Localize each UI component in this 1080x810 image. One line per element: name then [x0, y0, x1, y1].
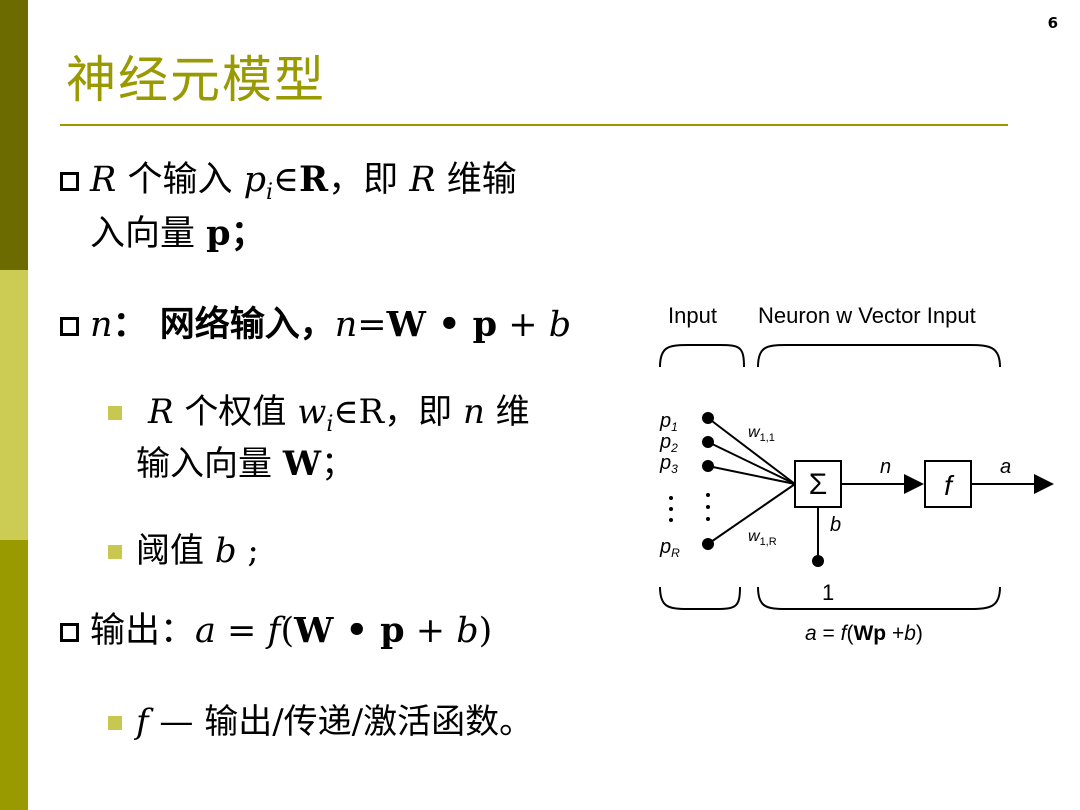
sub-bullet-icon — [108, 406, 122, 420]
var-w: w — [297, 392, 327, 432]
transfer-function-box — [924, 460, 972, 508]
matrix-W: W — [386, 304, 426, 345]
weight-line — [707, 483, 796, 545]
set-R: R — [299, 159, 329, 200]
text: ； — [321, 444, 355, 484]
text: ) — [478, 611, 493, 651]
text: 阈值 — [136, 531, 215, 571]
sub-bullet-weights-line2: 输入向量 W； — [136, 441, 355, 487]
bullet-inputs-line2: 入向量 p； — [90, 211, 266, 257]
text: 维输 — [435, 160, 517, 200]
ellipsis-dot — [669, 496, 673, 500]
sum-symbol: Σ — [809, 468, 828, 501]
var-f: f — [136, 702, 149, 742]
sidebar-band-mid — [0, 540, 28, 810]
text: 输入向量 — [136, 444, 283, 484]
brace-input-bottom — [659, 586, 741, 610]
vector-p: p — [380, 610, 405, 651]
sub-bullet-icon — [108, 545, 122, 559]
text: ; — [236, 531, 259, 571]
matrix-W: W — [282, 444, 321, 484]
var-b: b — [456, 611, 479, 651]
sub-bullet-bias: 阈值 b ; — [136, 528, 259, 574]
weight-line — [707, 441, 796, 485]
var-b: b — [214, 531, 237, 571]
text: — 输出/传递/激活函数。 — [148, 702, 534, 742]
sub-bullet-transfer: f — 输出/传递/激活函数。 — [136, 699, 533, 745]
text: = — [215, 611, 268, 651]
text: ，即 — [328, 160, 410, 200]
weight-line — [707, 465, 796, 485]
bullet-square-icon — [60, 172, 79, 191]
brace-neuron-bottom — [757, 586, 1001, 610]
input-label-p3: p3 — [659, 452, 678, 476]
sub-bullet-weights-line1: R 个权值 wi∈R，即 n 维 — [148, 389, 530, 448]
text: 个输入 — [116, 160, 244, 200]
text: 入向量 — [90, 214, 207, 254]
symbol-in: ∈ — [273, 160, 299, 200]
text: 输出： — [90, 611, 196, 651]
title-divider — [60, 124, 1008, 126]
sidebar-band — [0, 0, 28, 810]
var-f: f — [267, 611, 281, 651]
weight-label-top: w1,1 — [748, 424, 775, 444]
ellipsis-dot — [706, 493, 710, 497]
ellipsis-dot — [669, 507, 673, 511]
ellipsis-dot — [706, 505, 710, 509]
matrix-W: W — [294, 610, 334, 651]
vector-p: p — [206, 213, 231, 254]
bullet-output: 输出：a = f(W • p + b) — [90, 608, 492, 654]
var-b: b — [548, 305, 572, 345]
weight-line — [707, 417, 796, 485]
slide-title: 神经元模型 — [66, 51, 326, 109]
output-label: a — [1000, 456, 1011, 478]
var-R: R — [148, 392, 174, 432]
text: + — [404, 611, 457, 651]
var-a: a — [195, 611, 216, 651]
weight-label-bottom: w1,R — [748, 528, 777, 548]
var-n: n — [462, 392, 485, 432]
ellipsis-dot — [706, 517, 710, 521]
diagram-equation: a = f(Wp +b) — [805, 622, 923, 645]
bullet-net-input: n： 网络输入，n=W • p + b — [90, 302, 571, 348]
ellipsis-dot — [669, 518, 673, 522]
bullet-square-icon — [60, 623, 79, 642]
var-i: i — [326, 411, 334, 437]
text: ： 网络输入， — [112, 304, 335, 345]
bias-node — [812, 555, 824, 567]
brace-input-top — [659, 344, 745, 368]
bias-one-label: 1 — [822, 580, 834, 605]
text: ( — [280, 611, 295, 651]
var-R: R — [409, 160, 436, 200]
page-number: 6 — [1047, 14, 1058, 32]
label-neuron: Neuron w Vector Input — [758, 303, 976, 328]
brace-neuron-top — [757, 344, 1001, 368]
sum-box — [794, 460, 842, 508]
bias-label: b — [830, 514, 841, 536]
text: ∈R，即 — [333, 392, 463, 432]
text: • — [333, 610, 381, 651]
var-i: i — [266, 180, 274, 205]
label-input: Input — [668, 303, 717, 328]
input-label-pR: pR — [659, 536, 680, 560]
text: 个权值 — [173, 392, 298, 432]
sidebar-band-dark — [0, 0, 28, 270]
text: = — [357, 305, 387, 345]
bullet-inputs-line1: R 个输入 pi∈R，即 R 维输 — [90, 157, 517, 216]
text: ； — [230, 213, 266, 254]
var-R: R — [90, 160, 117, 200]
sidebar-band-light — [0, 270, 28, 540]
var-n: n — [334, 305, 358, 345]
var-p: p — [243, 160, 267, 200]
text: • — [425, 304, 473, 345]
vector-p: p — [472, 304, 498, 345]
neuron-diagram: Input Neuron w Vector Input p1 p2 p3 pR … — [659, 303, 1054, 645]
transfer-function-label: f — [944, 470, 955, 501]
sub-bullet-icon — [108, 716, 122, 730]
text: + — [497, 305, 549, 345]
bullet-square-icon — [60, 317, 79, 336]
n-label: n — [880, 456, 891, 478]
text: 维 — [484, 392, 530, 432]
var-n: n — [90, 305, 113, 345]
